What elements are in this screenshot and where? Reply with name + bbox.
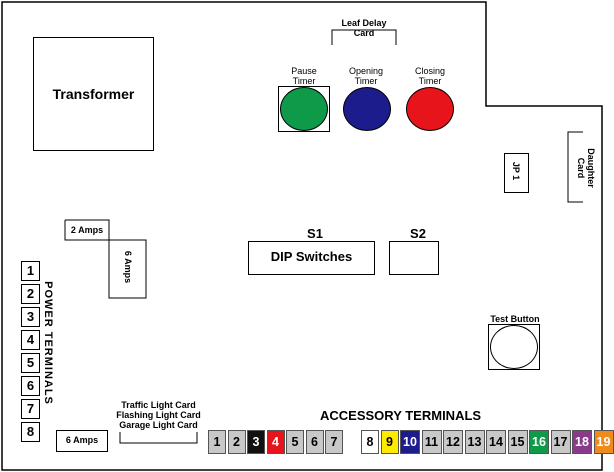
- accessory-terminal-15[interactable]: 15: [507, 430, 528, 454]
- test-button-housing: [488, 324, 540, 370]
- accessory-terminal-2[interactable]: 2: [227, 430, 246, 454]
- accessory-terminal-18[interactable]: 18: [572, 430, 592, 454]
- power-terminal-2[interactable]: 2: [21, 284, 40, 304]
- dip-switches[interactable]: [248, 241, 375, 275]
- pause-timer-dial[interactable]: [280, 87, 328, 131]
- power-terminal-6[interactable]: 6: [21, 376, 40, 396]
- power-terminal-5[interactable]: 5: [21, 353, 40, 373]
- accessory-terminal-7[interactable]: 7: [325, 430, 343, 454]
- light-card-label: Traffic Light Card Flashing Light Card G…: [116, 400, 201, 430]
- s1-label: S1: [307, 226, 323, 241]
- jp1-label: JP 1: [511, 161, 521, 181]
- accessory-terminal-12[interactable]: 12: [443, 430, 463, 454]
- accessory-terminal-9[interactable]: 9: [380, 430, 399, 454]
- accessory-terminals-title: ACCESSORY TERMINALS: [320, 408, 482, 423]
- accessory-terminal-17[interactable]: 17: [550, 430, 571, 454]
- leaf-delay-card-label: Leaf Delay Card: [341, 18, 387, 38]
- accessory-terminal-13[interactable]: 13: [464, 430, 485, 454]
- power-terminal-7[interactable]: 7: [21, 399, 40, 419]
- closing-timer-dial[interactable]: [406, 87, 454, 131]
- accessory-terminal-10[interactable]: 10: [400, 430, 420, 454]
- test-button[interactable]: [490, 325, 538, 369]
- fuse-6a-bottom: [56, 430, 108, 452]
- opening-timer-dial[interactable]: [343, 87, 391, 131]
- accessory-terminal-19[interactable]: 19: [593, 430, 614, 454]
- power-terminal-1[interactable]: 1: [21, 261, 40, 281]
- power-terminal-4[interactable]: 4: [21, 330, 40, 350]
- accessory-terminal-4[interactable]: 4: [266, 430, 285, 454]
- transformer-label: Transformer: [52, 86, 135, 102]
- jp1-jumper[interactable]: [504, 153, 529, 193]
- fuse-6a-vertical-label: 6 Amps: [123, 250, 133, 284]
- accessory-terminal-5[interactable]: 5: [286, 430, 304, 454]
- power-terminals-title: POWER TERMINALS: [42, 281, 54, 405]
- dip-switches-label: DIP Switches: [270, 249, 353, 264]
- test-button-label: Test Button: [490, 314, 540, 324]
- accessory-terminal-6[interactable]: 6: [305, 430, 324, 454]
- accessory-terminal-8[interactable]: 8: [361, 430, 379, 454]
- transformer-box: [33, 37, 154, 151]
- s2-label: S2: [410, 226, 426, 241]
- accessory-terminal-11[interactable]: 11: [421, 430, 442, 454]
- fuse-2a-label: 2 Amps: [70, 225, 104, 235]
- s2-switch[interactable]: [389, 241, 439, 275]
- accessory-terminal-14[interactable]: 14: [486, 430, 506, 454]
- accessory-terminal-3[interactable]: 3: [247, 430, 265, 454]
- power-terminal-8[interactable]: 8: [21, 422, 40, 442]
- fuse-6a-bottom-label: 6 Amps: [65, 435, 99, 445]
- accessory-terminal-1[interactable]: 1: [208, 430, 226, 454]
- pause-timer-housing: [278, 86, 330, 132]
- accessory-terminal-16[interactable]: 16: [529, 430, 549, 454]
- power-terminal-3[interactable]: 3: [21, 307, 40, 327]
